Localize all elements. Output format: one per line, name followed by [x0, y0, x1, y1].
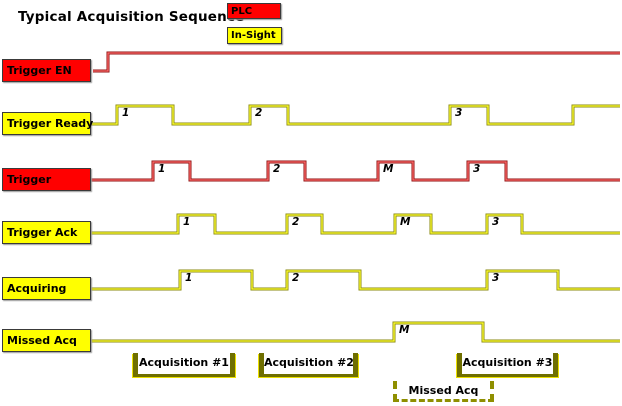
pulse-marker-trigger-ack-M: M — [400, 216, 411, 228]
signal-core-trigger-en — [93, 52, 620, 72]
signal-label-trigger-ack: Trigger Ack — [2, 221, 91, 244]
signal-path-missed-acq — [91, 321, 620, 343]
pulse-marker-trigger-2: 2 — [273, 163, 281, 175]
bracket-missed-acq: Missed Acq — [393, 381, 494, 402]
pulse-marker-trigger-ready-3: 3 — [455, 107, 463, 119]
signal-core-trigger — [91, 161, 620, 181]
legend-swatch-plc: PLC — [227, 3, 281, 19]
signal-path-trigger-en — [93, 51, 620, 73]
pulse-marker-acquiring-3: 3 — [492, 272, 500, 284]
signal-path-trigger-ack — [91, 213, 620, 235]
pulse-marker-acquiring-2: 2 — [292, 272, 300, 284]
signal-label-missed-acq: Missed Acq — [2, 329, 91, 352]
pulse-marker-trigger-ack-2: 2 — [292, 216, 300, 228]
signal-label-acquiring: Acquiring — [2, 277, 91, 300]
signal-path-trigger-ready — [91, 104, 620, 126]
pulse-marker-trigger-ack-3: 3 — [492, 216, 500, 228]
signal-label-trigger-en: Trigger EN — [2, 59, 91, 82]
diagram-title: Typical Acquisition Sequence — [18, 9, 245, 25]
signal-path-trigger — [91, 160, 620, 182]
pulse-marker-trigger-3: 3 — [473, 163, 481, 175]
bracket-acquisition-1: Acquisition #1 — [133, 353, 235, 377]
signal-core-trigger-ready — [91, 105, 620, 125]
bracket-acquisition-3: Acquisition #3 — [457, 353, 558, 377]
pulse-marker-trigger-ready-2: 2 — [255, 107, 263, 119]
pulse-marker-missed-acq-M: M — [399, 324, 410, 336]
pulse-marker-trigger-1: 1 — [158, 163, 166, 175]
signal-core-trigger-ack — [91, 214, 620, 234]
bracket-acquisition-2: Acquisition #2 — [259, 353, 358, 377]
signal-label-trigger-ready: Trigger Ready — [2, 112, 93, 135]
signal-core-missed-acq — [91, 322, 620, 342]
pulse-marker-trigger-ack-1: 1 — [183, 216, 191, 228]
pulse-marker-trigger-M: M — [383, 163, 394, 175]
signal-core-acquiring — [91, 270, 620, 290]
legend-swatch-insight: In-Sight — [227, 27, 282, 44]
pulse-marker-trigger-ready-1: 1 — [122, 107, 130, 119]
signal-label-trigger: Trigger — [2, 168, 91, 191]
pulse-marker-acquiring-1: 1 — [185, 272, 193, 284]
signal-path-acquiring — [91, 269, 620, 291]
